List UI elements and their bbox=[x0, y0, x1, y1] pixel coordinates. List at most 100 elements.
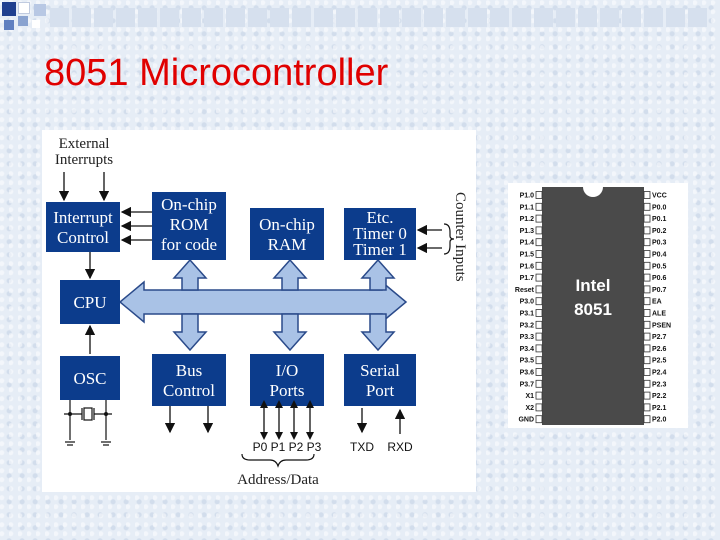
chip-pin-label: P3.2 bbox=[520, 322, 535, 329]
chip-pin-label: P2.1 bbox=[652, 405, 667, 412]
chip-model: 8051 bbox=[574, 300, 612, 319]
chip-pin-label: P2.6 bbox=[652, 346, 667, 353]
chip-pin-label: P0.5 bbox=[652, 263, 667, 270]
chip-pin-left: P3.6 bbox=[520, 368, 543, 377]
chip-pin-right: ALE bbox=[643, 309, 666, 318]
chip-pin-left: P3.2 bbox=[520, 320, 543, 329]
chip-pin-right: P0.2 bbox=[643, 226, 667, 235]
left-pins: P1.0P1.1P1.2P1.3P1.4P1.5P1.6P1.7ResetP3.… bbox=[515, 191, 543, 424]
chip-pin-label: P3.5 bbox=[520, 358, 535, 365]
chip-pin-label: PSEN bbox=[652, 322, 671, 329]
external-interrupts-label-1: External bbox=[59, 136, 110, 152]
onchip-ram-block bbox=[250, 208, 324, 260]
chip-pin-label: P3.7 bbox=[520, 381, 535, 388]
interrupt-control-label-2: Control bbox=[57, 228, 109, 247]
chip-notch bbox=[583, 187, 603, 197]
chip-pin-left: P3.1 bbox=[520, 309, 543, 318]
chip-pin-right: P0.5 bbox=[643, 261, 667, 270]
internal-bus bbox=[118, 258, 408, 352]
chip-pin-right: P0.7 bbox=[643, 285, 667, 294]
chip-pin-left: P3.4 bbox=[520, 344, 543, 353]
block-diagram: External Interrupts Interrupt Control On… bbox=[46, 136, 468, 488]
onchip-ram-label-1: On-chip bbox=[259, 215, 315, 234]
timer-label-1: Etc. bbox=[367, 208, 394, 227]
address-data-label: Address/Data bbox=[237, 472, 319, 488]
bus-control-label-2: Control bbox=[163, 381, 215, 400]
chip-pin-right: EA bbox=[643, 297, 662, 306]
serial-port-block bbox=[344, 354, 416, 406]
chip-pin-right: PSEN bbox=[643, 320, 671, 329]
bus-control-label-1: Bus bbox=[176, 361, 202, 380]
chip-pin-label: P1.1 bbox=[520, 204, 535, 211]
chip-pin-right: P2.2 bbox=[643, 391, 667, 400]
osc-block bbox=[60, 356, 120, 400]
chip-pin-label: P0.2 bbox=[652, 228, 667, 235]
chip-pin-label: P3.0 bbox=[520, 299, 535, 306]
external-interrupts-label-2: Interrupts bbox=[55, 152, 113, 168]
chip-pin-left: X2 bbox=[525, 403, 543, 412]
chip-pin-label: P2.5 bbox=[652, 358, 667, 365]
chip-pin-left: Reset bbox=[515, 285, 543, 294]
io-ports-label-1: I/O bbox=[276, 361, 299, 380]
chip-pin-label: Reset bbox=[515, 287, 535, 294]
chip-pin-label: P0.0 bbox=[652, 204, 667, 211]
serial-port-label-2: Port bbox=[366, 381, 395, 400]
corner-decoration bbox=[0, 0, 80, 40]
onchip-ram-label-2: RAM bbox=[268, 235, 307, 254]
chip-pin-label: P0.6 bbox=[652, 275, 667, 282]
chip-pin-label: P1.2 bbox=[520, 216, 535, 223]
chip-pin-label: P0.3 bbox=[652, 240, 667, 247]
chip-pin-left: P3.0 bbox=[520, 297, 543, 306]
chip-pin-label: P2.7 bbox=[652, 334, 667, 341]
interrupt-control-label-1: Interrupt bbox=[53, 208, 113, 227]
chip-pin-label: P1.5 bbox=[520, 252, 535, 259]
chip-pin-label: P1.7 bbox=[520, 275, 535, 282]
chip-pin-right: P2.3 bbox=[643, 379, 667, 388]
chip-pin-left: P3.7 bbox=[520, 379, 543, 388]
chip-pin-left: P1.0 bbox=[520, 191, 543, 200]
address-data-brace bbox=[241, 453, 315, 468]
serial-port-label-1: Serial bbox=[360, 361, 400, 380]
osc-label: OSC bbox=[73, 369, 106, 388]
chip-pin-left: P1.5 bbox=[520, 250, 543, 259]
timer-label-3: Timer 1 bbox=[353, 240, 407, 259]
chip-pin-right: P2.4 bbox=[643, 368, 667, 377]
chip-pin-right: P2.0 bbox=[643, 415, 667, 424]
chip-pin-label: P2.0 bbox=[652, 417, 667, 424]
onchip-rom-label-2: ROM bbox=[170, 215, 209, 234]
block-diagram-panel: External Interrupts Interrupt Control On… bbox=[42, 130, 476, 492]
chip-pin-left: P1.1 bbox=[520, 202, 543, 211]
right-pins: VCC P0.0P0.1P0.2P0.3P0.4P0.5P0.6P0.7EA ALE… bbox=[643, 191, 671, 424]
cpu-block bbox=[60, 280, 120, 324]
chip-pin-label: P1.0 bbox=[520, 193, 535, 200]
cpu-label: CPU bbox=[73, 293, 106, 312]
timer-label-2: Timer 0 bbox=[353, 224, 407, 243]
chip-pin-left: P1.4 bbox=[520, 238, 543, 247]
chip-pin-label: P3.4 bbox=[520, 346, 535, 353]
top-band-decoration bbox=[50, 8, 720, 28]
bus-control-block bbox=[152, 354, 226, 406]
chip-pin-label: X2 bbox=[525, 405, 534, 412]
chip-pin-right: P2.5 bbox=[643, 356, 667, 365]
io-ports-block bbox=[250, 354, 324, 406]
chip-pin-right: P0.1 bbox=[643, 214, 667, 223]
chip-pin-right: P2.1 bbox=[643, 403, 667, 412]
chip-pin-left: P1.7 bbox=[520, 273, 543, 282]
port-labels: P0 P1 P2 P3 bbox=[253, 440, 322, 454]
onchip-rom-block bbox=[152, 192, 226, 260]
chip-pin-right: P0.0 bbox=[643, 202, 667, 211]
chip-pin-label: P0.7 bbox=[652, 287, 667, 294]
chip-pin-label: P2.3 bbox=[652, 381, 667, 388]
chip-pin-label: VCC bbox=[652, 193, 667, 200]
chip-pin-label: P0.4 bbox=[652, 252, 667, 259]
chip-pin-label: P1.3 bbox=[520, 228, 535, 235]
chip-brand: Intel bbox=[576, 276, 611, 295]
onchip-rom-label-3: for code bbox=[161, 235, 217, 254]
chip-pin-label: P1.6 bbox=[520, 263, 535, 270]
io-ports-label-2: Ports bbox=[270, 381, 305, 400]
chip-pin-right: P0.4 bbox=[643, 250, 667, 259]
chip-pin-left: P1.6 bbox=[520, 261, 543, 270]
intel-8051-chip: Intel 8051 P1.0P1.1P1.2P1.3P1.4P1.5P1.6P… bbox=[515, 187, 671, 425]
chip-pin-label: EA bbox=[652, 299, 662, 306]
